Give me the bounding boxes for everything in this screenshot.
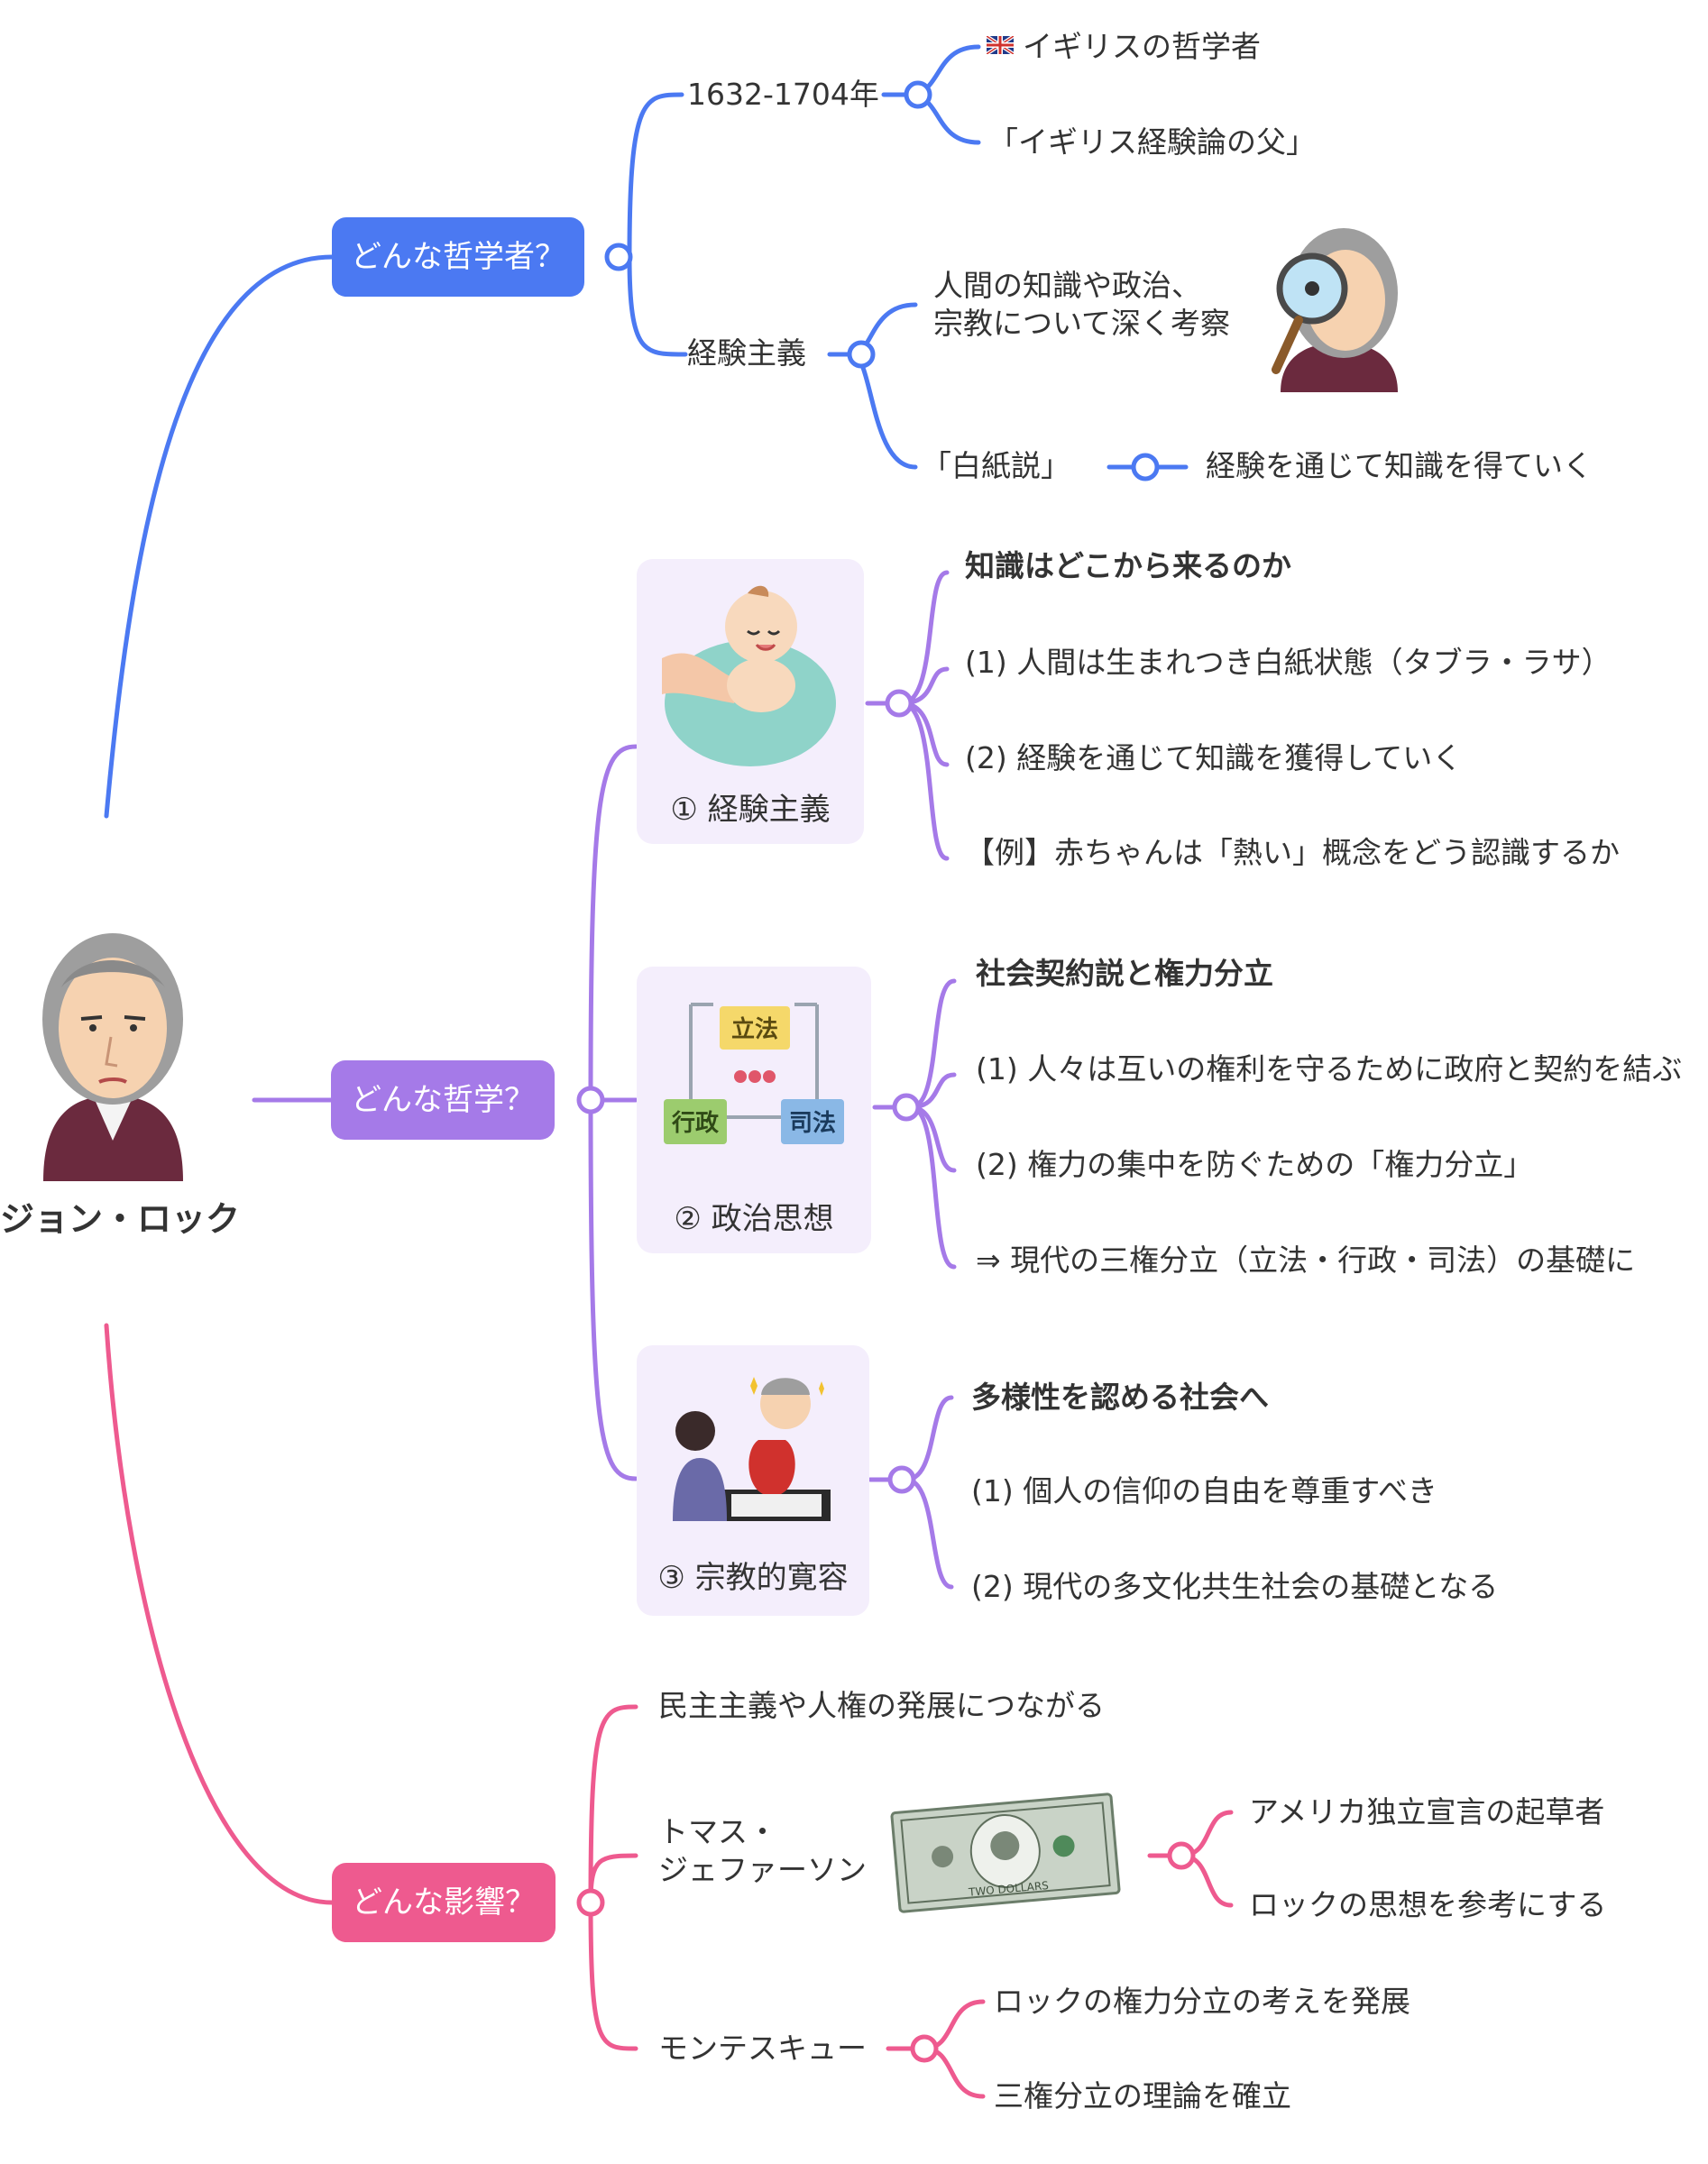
connector-card3-items	[868, 1395, 954, 1590]
card-label: ③ 宗教的寛容	[657, 1560, 849, 1596]
religious-tolerance-illustration	[664, 1363, 844, 1530]
card-item[interactable]: 【例】赤ちゃんは「熱い」概念をどう認識するか	[965, 835, 1620, 870]
era-item[interactable]: イギリスの哲学者	[1023, 29, 1261, 64]
connector-branch3-items	[588, 1704, 638, 2051]
influence-democracy[interactable]: 民主主義や人権の発展につながる	[658, 1688, 1105, 1723]
card-empiricism[interactable]: ① 経験主義	[637, 559, 864, 844]
node-dot	[904, 80, 932, 109]
connector-branch2-card3	[588, 1097, 638, 1481]
node-dot	[576, 1086, 605, 1114]
montesquieu-item[interactable]: ロックの権力分立の考えを発展	[994, 1984, 1410, 2019]
empiricism-node[interactable]: 経験主義	[687, 335, 806, 371]
empiricism-desc[interactable]: 人間の知識や政治、	[933, 268, 1201, 303]
era-item[interactable]: 「イギリス経験論の父」	[988, 124, 1316, 160]
card-item[interactable]: ⇒ 現代の三権分立（立法・行政・司法）の基礎に	[976, 1242, 1636, 1278]
node-dot	[1167, 1841, 1196, 1870]
card-label: ① 経験主義	[670, 792, 831, 828]
jefferson-item[interactable]: ロックの思想を参考にする	[1249, 1887, 1607, 1922]
blank-slate-child[interactable]: 経験を通じて知識を得ていく	[1206, 448, 1593, 483]
montesquieu-item[interactable]: 三権分立の理論を確立	[994, 2078, 1291, 2114]
card-political-thought[interactable]: 立法 行政 司法 ② 政治思想	[637, 967, 871, 1253]
connector-branch2-card1	[588, 744, 638, 1103]
node-dot	[847, 340, 876, 369]
legislative-label: 立法	[731, 1015, 778, 1043]
separation-of-powers-diagram: 立法 行政 司法	[664, 986, 844, 1167]
philosopher-magnifier-illustration	[1263, 221, 1407, 392]
executive-label: 行政	[671, 1109, 719, 1137]
node-dot	[604, 243, 633, 271]
montesquieu-node[interactable]: モンテスキュー	[658, 2031, 867, 2066]
connector-branch1-era	[614, 92, 684, 260]
connector-center-branch3	[104, 1323, 335, 1905]
node-dot	[887, 1465, 916, 1494]
connector-card2-items	[872, 978, 957, 1270]
connector-card1-items	[865, 570, 950, 861]
card-item[interactable]: (2) 経験を通じて知識を獲得していく	[965, 740, 1463, 775]
card-item[interactable]: (2) 権力の集中を防ぐための「権力分立」	[976, 1147, 1534, 1182]
connector-center-branch1	[104, 254, 335, 819]
baby-bath-illustration	[662, 577, 839, 775]
node-dot	[885, 689, 914, 718]
card-heading[interactable]: 社会契約説と権力分立	[976, 956, 1273, 991]
card-label: ② 政治思想	[674, 1201, 834, 1237]
branch-philosophy[interactable]: どんな哲学？	[331, 1060, 555, 1140]
connector-empiricism-items	[827, 302, 918, 470]
node-dot	[892, 1093, 921, 1122]
branch-influence[interactable]: どんな影響？	[332, 1863, 556, 1942]
card-item[interactable]: (2) 現代の多文化共生社会の基礎となる	[971, 1569, 1499, 1604]
card-heading[interactable]: 知識はどこから来るのか	[965, 548, 1292, 583]
branch-philosopher[interactable]: どんな哲学者？	[332, 217, 584, 297]
card-item[interactable]: (1) 人間は生まれつき白紙状態（タブラ・ラサ）	[965, 645, 1612, 680]
judicial-label: 司法	[789, 1110, 836, 1137]
era-node[interactable]: 1632-1704年	[687, 77, 879, 112]
node-dot	[910, 2034, 939, 2063]
two-dollar-bill-image: TWO DOLLARS	[888, 1790, 1123, 1916]
card-item[interactable]: (1) 人々は互いの権利を守るために政府と契約を結ぶ	[976, 1051, 1683, 1087]
jefferson-node[interactable]: トマス・	[658, 1814, 777, 1849]
node-dot	[1131, 453, 1160, 481]
connector-branch1-empiricism	[627, 254, 688, 357]
card-heading[interactable]: 多様性を認める社会へ	[971, 1380, 1269, 1415]
empiricism-desc[interactable]: 宗教について深く考察	[933, 306, 1231, 341]
uk-flag-icon	[985, 34, 1015, 56]
center-topic[interactable]: ジョン・ロック	[0, 1199, 241, 1239]
jefferson-node[interactable]: ジェファーソン	[658, 1852, 867, 1887]
card-religious-tolerance[interactable]: ③ 宗教的寛容	[637, 1345, 869, 1616]
jefferson-item[interactable]: アメリカ独立宣言の起草者	[1249, 1794, 1605, 1829]
node-dot	[576, 1888, 605, 1917]
john-locke-portrait	[16, 902, 210, 1181]
card-item[interactable]: (1) 個人の信仰の自由を尊重すべき	[971, 1473, 1437, 1508]
blank-slate-node[interactable]: 「白紙説」	[922, 448, 1070, 483]
